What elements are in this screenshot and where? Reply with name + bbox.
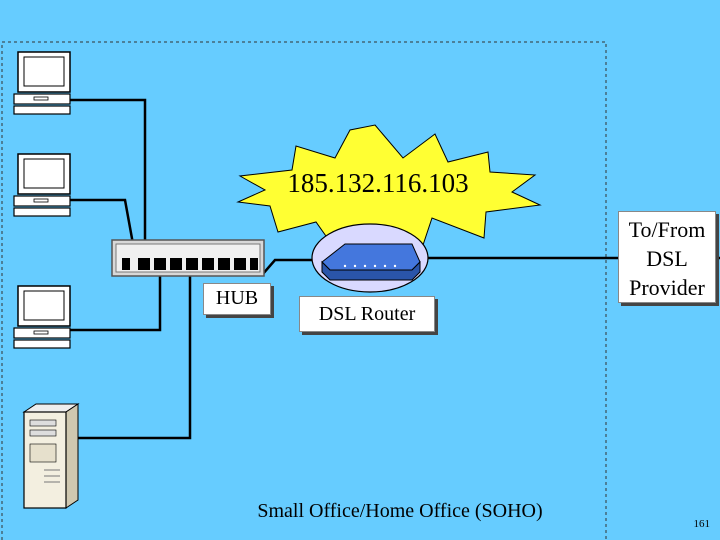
diagram-caption: Small Office/Home Office (SOHO): [257, 500, 543, 522]
soho-boundary: [1, 41, 607, 540]
ip-address-label: 185.132.116.103: [287, 168, 469, 198]
page-number: 161: [693, 518, 711, 530]
hub-icon: [111, 239, 265, 277]
desktop-computer-icon: [13, 153, 71, 217]
desktop-computer-icon: [13, 285, 71, 349]
hub-label: HUB: [203, 283, 271, 315]
tower-server-icon: [22, 403, 80, 509]
provider-label: To/From DSL Provider: [618, 211, 716, 303]
cable-server-hub: [70, 258, 192, 440]
cable-pc2-hub: [70, 198, 137, 256]
desktop-computer-icon: [13, 51, 71, 115]
cable-pc3-hub: [70, 258, 162, 332]
dsl-router-icon: [311, 223, 429, 293]
router-label: DSL Router: [299, 296, 435, 332]
cable-pc1-hub: [70, 98, 147, 255]
